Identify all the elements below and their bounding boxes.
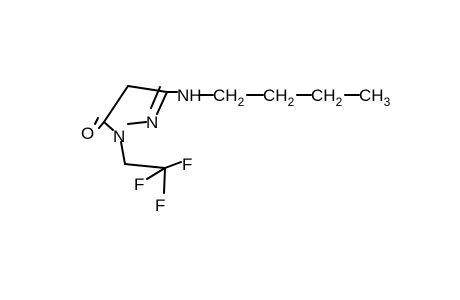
- bond-c-f-right: [164, 161, 182, 169]
- subscript-3: 3: [384, 95, 391, 109]
- bond-c4-c3: [127, 85, 168, 93]
- atom-n2-label: N: [146, 113, 158, 132]
- subscript-2: 2: [336, 95, 343, 109]
- bond-c-f-down: [163, 167, 166, 194]
- atom-n1-label: N: [113, 127, 125, 146]
- subscript-2: 2: [238, 95, 245, 109]
- bond-ch2-cf3: [124, 163, 166, 169]
- bond-c3-n2-b: [150, 86, 161, 109]
- subscript-2: 2: [288, 95, 295, 109]
- group-ch2-third-label: CH2: [311, 86, 343, 109]
- bond-n2-n1: [127, 121, 147, 125]
- group-ch3-label: CH3: [359, 86, 391, 109]
- bond-c5-c4: [103, 85, 129, 123]
- bond-c5-o-b: [94, 117, 99, 125]
- bond-c3-n2-a: [156, 91, 168, 115]
- bond-n1-ch2: [120, 141, 126, 165]
- atom-fluorine-left-label: F: [134, 175, 144, 194]
- bond-c5-o-a: [98, 121, 105, 129]
- bond-n1-c5: [103, 121, 114, 131]
- atom-amine-label: NH: [177, 86, 202, 105]
- bond-c-f-left: [146, 167, 166, 180]
- atom-oxygen-label: O: [81, 124, 94, 143]
- group-ch2-second-label: CH2: [263, 86, 295, 109]
- group-ch2-first-label: CH2: [213, 86, 245, 109]
- atom-fluorine-right-label: F: [182, 155, 192, 174]
- atom-fluorine-down-label: F: [155, 196, 165, 215]
